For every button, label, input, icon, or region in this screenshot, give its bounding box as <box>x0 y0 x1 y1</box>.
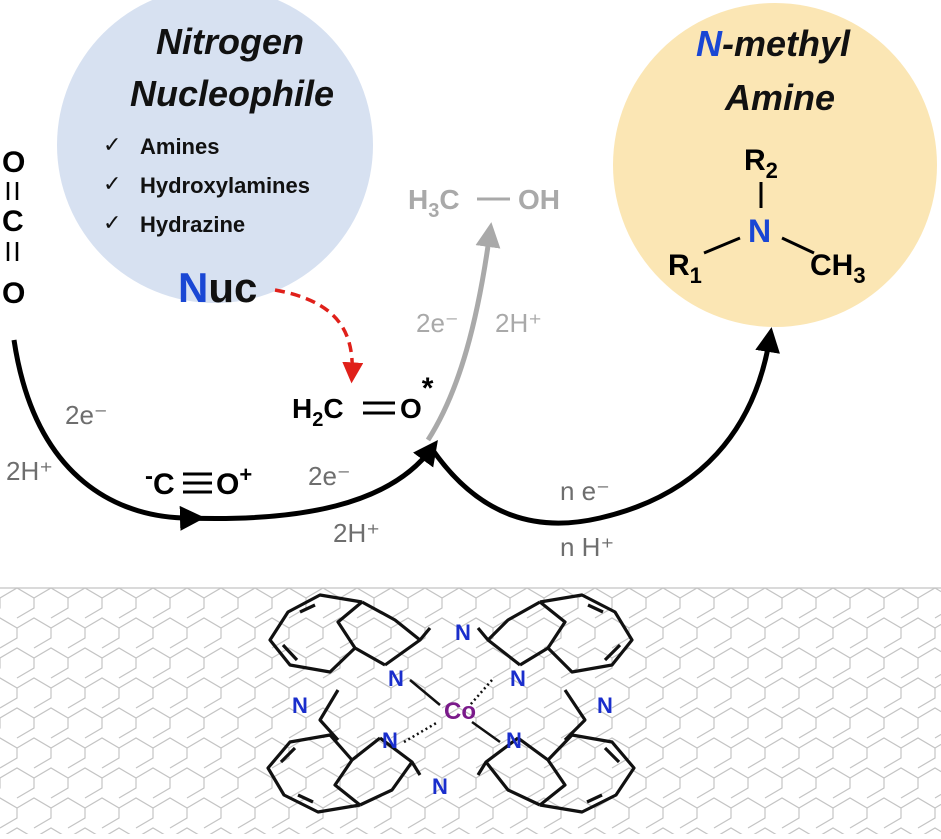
step2-electrons: 2e⁻ <box>308 461 351 491</box>
methylation-arrow <box>427 327 780 526</box>
nucleophile-list: ✓ Amines ✓ Hydroxylamines ✓ Hydrazine <box>103 133 310 237</box>
methanol-protons: 2H⁺ <box>495 308 542 338</box>
triple-bond <box>183 472 212 494</box>
list-item: Hydroxylamines <box>140 173 310 198</box>
cobalt-atom: Co <box>444 698 476 725</box>
ch3-label: CH3 <box>810 249 866 288</box>
co2-molecule: O C O <box>2 146 25 310</box>
list-item: Hydrazine <box>140 212 245 237</box>
nucleophile-title-line2: Nucleophile <box>130 73 334 114</box>
meso-n-right: N <box>597 693 613 718</box>
double-bond <box>363 401 395 415</box>
methanol-electrons: 2e⁻ <box>416 308 459 338</box>
step2-protons: 2H⁺ <box>333 518 380 548</box>
pyrrole-n-bottom-right: N <box>506 728 522 753</box>
carbon-monoxide-o: O+ <box>216 462 252 501</box>
co2-o-top: O <box>2 146 25 179</box>
amine-circle <box>613 3 937 327</box>
amine-title-line2: Amine <box>724 77 835 118</box>
amine-title-line1: N-methyl <box>696 23 851 64</box>
step1-electrons: 2e⁻ <box>65 400 108 430</box>
list-item: Amines <box>140 134 219 159</box>
nucleophile-circle <box>57 0 373 303</box>
nucleophile-attack-arrow <box>274 288 364 384</box>
step3-electrons: n e⁻ <box>560 476 610 506</box>
meso-n-bottom: N <box>432 774 448 799</box>
step1-protons: 2H⁺ <box>6 456 53 486</box>
meso-n-left: N <box>292 693 308 718</box>
amine-n-atom: N <box>748 213 771 249</box>
nuc-label: Nuc <box>178 264 257 311</box>
r2-label: R2 <box>744 144 778 183</box>
co2-o-bottom: O <box>2 277 25 310</box>
meso-n-top: N <box>455 620 471 645</box>
methanol-oh: OH <box>518 184 560 215</box>
reduction-arrow-1 <box>11 339 205 531</box>
co2-c: C <box>2 205 24 238</box>
step3-protons: n H⁺ <box>560 532 614 562</box>
check-icon: ✓ <box>103 211 121 236</box>
reduction-arrow-2 <box>184 439 438 522</box>
formaldehyde-h2c: H2C <box>292 393 344 431</box>
n-methyl-amine-structure: R2 N R1 CH3 <box>668 144 866 288</box>
copc-atoms: N N N N N N N N Co <box>292 620 613 799</box>
pyrrole-n-top-right: N <box>510 666 526 691</box>
check-icon: ✓ <box>103 172 121 197</box>
methanol-branch-arrow <box>425 222 501 442</box>
r1-label: R1 <box>668 249 702 288</box>
pyrrole-n-top-left: N <box>388 666 404 691</box>
methanol-h3c: H3C <box>408 184 460 222</box>
formaldehyde-o: O* <box>400 372 434 424</box>
nucleophile-title-line1: Nitrogen <box>156 21 304 62</box>
carbon-monoxide: -C <box>145 463 175 501</box>
check-icon: ✓ <box>103 133 121 158</box>
pyrrole-n-bottom-left: N <box>382 728 398 753</box>
cobalt-phthalocyanine <box>266 593 636 814</box>
